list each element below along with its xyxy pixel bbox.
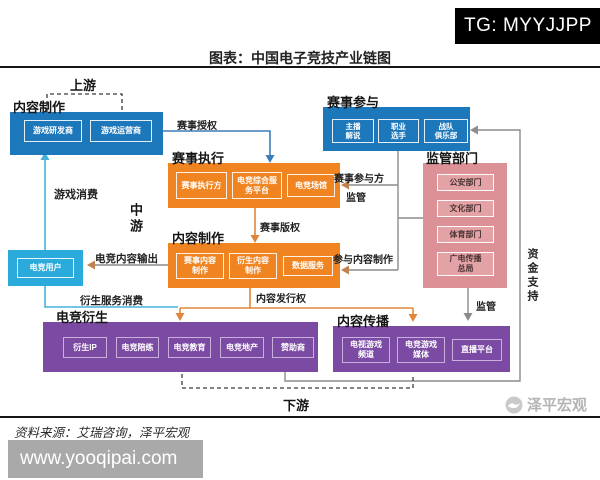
- node-esports-service-platform: 电竞综合服 务平台: [232, 172, 282, 199]
- stage-midstream: 中游: [128, 203, 143, 235]
- box-content-production-mid: [168, 243, 340, 288]
- label-content-production-mid: 内容制作: [172, 231, 225, 246]
- node-esports-users: 电竞用户: [17, 258, 74, 278]
- box-event-execution: [168, 163, 340, 208]
- stage-dashed-brackets: [46, 93, 414, 389]
- node-event-content-production: 赛事内容 制作: [176, 253, 224, 279]
- content-rights-connector: [179, 208, 414, 315]
- node-derivative-ip: 衍生IP: [63, 337, 107, 358]
- flow-regulation-distribution: 监管: [476, 302, 496, 313]
- box-esports-users: [8, 250, 83, 286]
- node-data-service: 数据服务: [283, 256, 333, 276]
- node-derivative-content-production: 衍生内容 制作: [229, 253, 277, 279]
- flow-event-authorization: 赛事授权: [177, 121, 217, 132]
- stage-upstream: 上游: [70, 78, 97, 93]
- label-esports-derivatives: 电竞衍生: [56, 310, 109, 325]
- arrowhead: [463, 313, 473, 321]
- node-pro-player: 职业 选手: [378, 119, 419, 143]
- flow-event-participants: 赛事参与方: [334, 174, 384, 185]
- top-rule: [0, 66, 600, 68]
- arrowhead: [470, 125, 478, 135]
- zeping-logo-icon: [505, 396, 523, 413]
- node-broadcast-admin: 广电传播 总局: [437, 252, 494, 276]
- node-esports-coaching: 电竞陪练: [116, 337, 159, 358]
- label-regulators: 监管部门: [426, 151, 479, 166]
- watermark-text: 泽平宏观: [527, 397, 588, 414]
- event-authorization-connector: [163, 130, 271, 156]
- flow-derivative-service-consumption: 衍生服务消费: [80, 295, 143, 307]
- flow-funding-support: 资金支持: [526, 248, 538, 304]
- bottom-rule: [0, 416, 600, 418]
- node-esports-real-estate: 电竞地产: [220, 337, 264, 358]
- arrowhead: [265, 155, 275, 163]
- arrowhead: [40, 152, 50, 160]
- arrowhead: [341, 265, 349, 275]
- arrowheads: [40, 125, 478, 322]
- arrowhead: [408, 314, 418, 322]
- tg-badge-text: TG: MYYJJPP: [464, 15, 592, 36]
- arrowhead: [87, 260, 95, 270]
- label-content-production-top: 内容制作: [13, 100, 66, 115]
- label-event-participation: 赛事参与: [327, 95, 380, 110]
- label-content-distribution: 内容传播: [337, 314, 390, 329]
- node-esports-venue: 电竞场馆: [287, 174, 335, 197]
- node-esports-game-media: 电竞游戏 媒体: [397, 337, 445, 363]
- box-content-distribution: [333, 326, 510, 372]
- flow-esports-content-output: 电竞内容输出: [95, 253, 158, 265]
- node-esports-education: 电竞教育: [168, 337, 211, 358]
- tg-badge: TG: MYYJJPP: [455, 8, 600, 44]
- flow-participate-content-production: 参与内容制作: [333, 255, 393, 266]
- node-live-streaming-platform: 直播平台: [452, 339, 502, 361]
- source-note: 资料来源：艾瑞咨询，泽平宏观: [14, 426, 190, 440]
- gray-connectors: [92, 129, 521, 382]
- flow-content-distribution-rights: 内容发行权: [256, 294, 306, 305]
- node-public-security-dept: 公安部门: [437, 174, 494, 191]
- label-event-execution: 赛事执行: [172, 151, 225, 166]
- node-tv-game-channel: 电视游戏 频道: [342, 337, 390, 363]
- node-sponsor: 赞助商: [272, 337, 314, 358]
- node-game-developer: 游戏研发商: [24, 120, 82, 142]
- node-sports-dept: 体育部门: [437, 226, 494, 243]
- arrowhead: [341, 180, 349, 190]
- consumption-connector: [44, 159, 178, 308]
- node-event-executor: 赛事执行方: [176, 172, 227, 199]
- flow-game-consumption: 游戏消费: [54, 189, 98, 201]
- arrowhead: [175, 313, 185, 321]
- watermark: 泽平宏观: [505, 394, 587, 415]
- arrowhead: [250, 235, 260, 243]
- url-bar: www.yooqipai.com: [8, 440, 203, 478]
- box-event-participation: [323, 107, 470, 151]
- url-text: www.yooqipai.com: [20, 448, 178, 469]
- chart-title: 图表：中国电子竞技产业链图: [209, 52, 391, 67]
- node-team-club: 战队 俱乐部: [424, 119, 468, 143]
- flow-event-copyright: 赛事版权: [260, 223, 300, 234]
- node-anchor-commentator: 主播 解说: [332, 119, 374, 143]
- node-culture-dept: 文化部门: [437, 200, 494, 217]
- stage-downstream: 下游: [283, 398, 310, 413]
- flow-regulation-execution: 监管: [346, 193, 366, 204]
- node-game-operator: 游戏运营商: [90, 120, 152, 142]
- box-content-production-top: [10, 112, 163, 155]
